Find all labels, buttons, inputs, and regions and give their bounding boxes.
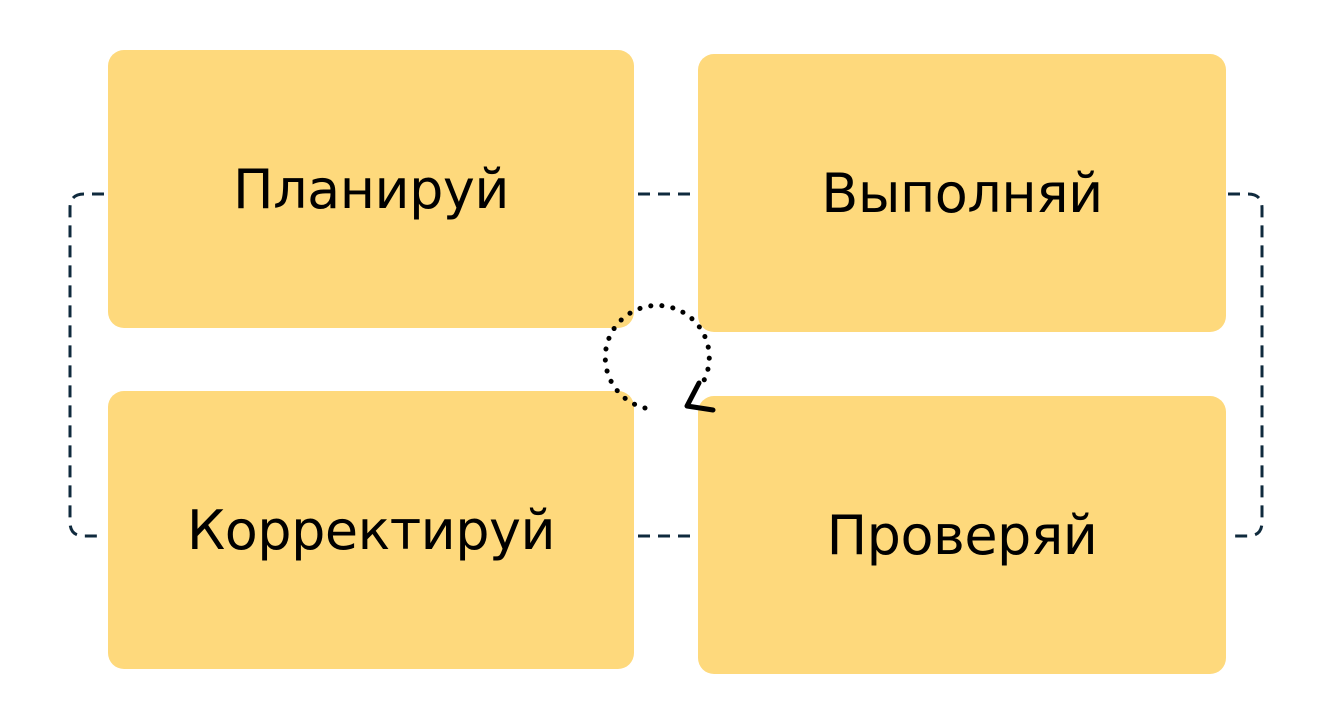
step-do-label: Выполняй bbox=[821, 161, 1103, 225]
step-do-box: Выполняй bbox=[698, 54, 1226, 332]
step-check-box: Проверяй bbox=[698, 396, 1226, 674]
step-plan-label: Планируй bbox=[233, 157, 509, 221]
step-correct-label: Корректируй bbox=[186, 498, 556, 562]
step-check-label: Проверяй bbox=[826, 503, 1098, 567]
left-dashed-connector bbox=[68, 192, 104, 538]
step-plan-box: Планируй bbox=[108, 50, 634, 328]
right-dashed-connector bbox=[1228, 192, 1264, 538]
step-correct-box: Корректируй bbox=[108, 391, 634, 669]
